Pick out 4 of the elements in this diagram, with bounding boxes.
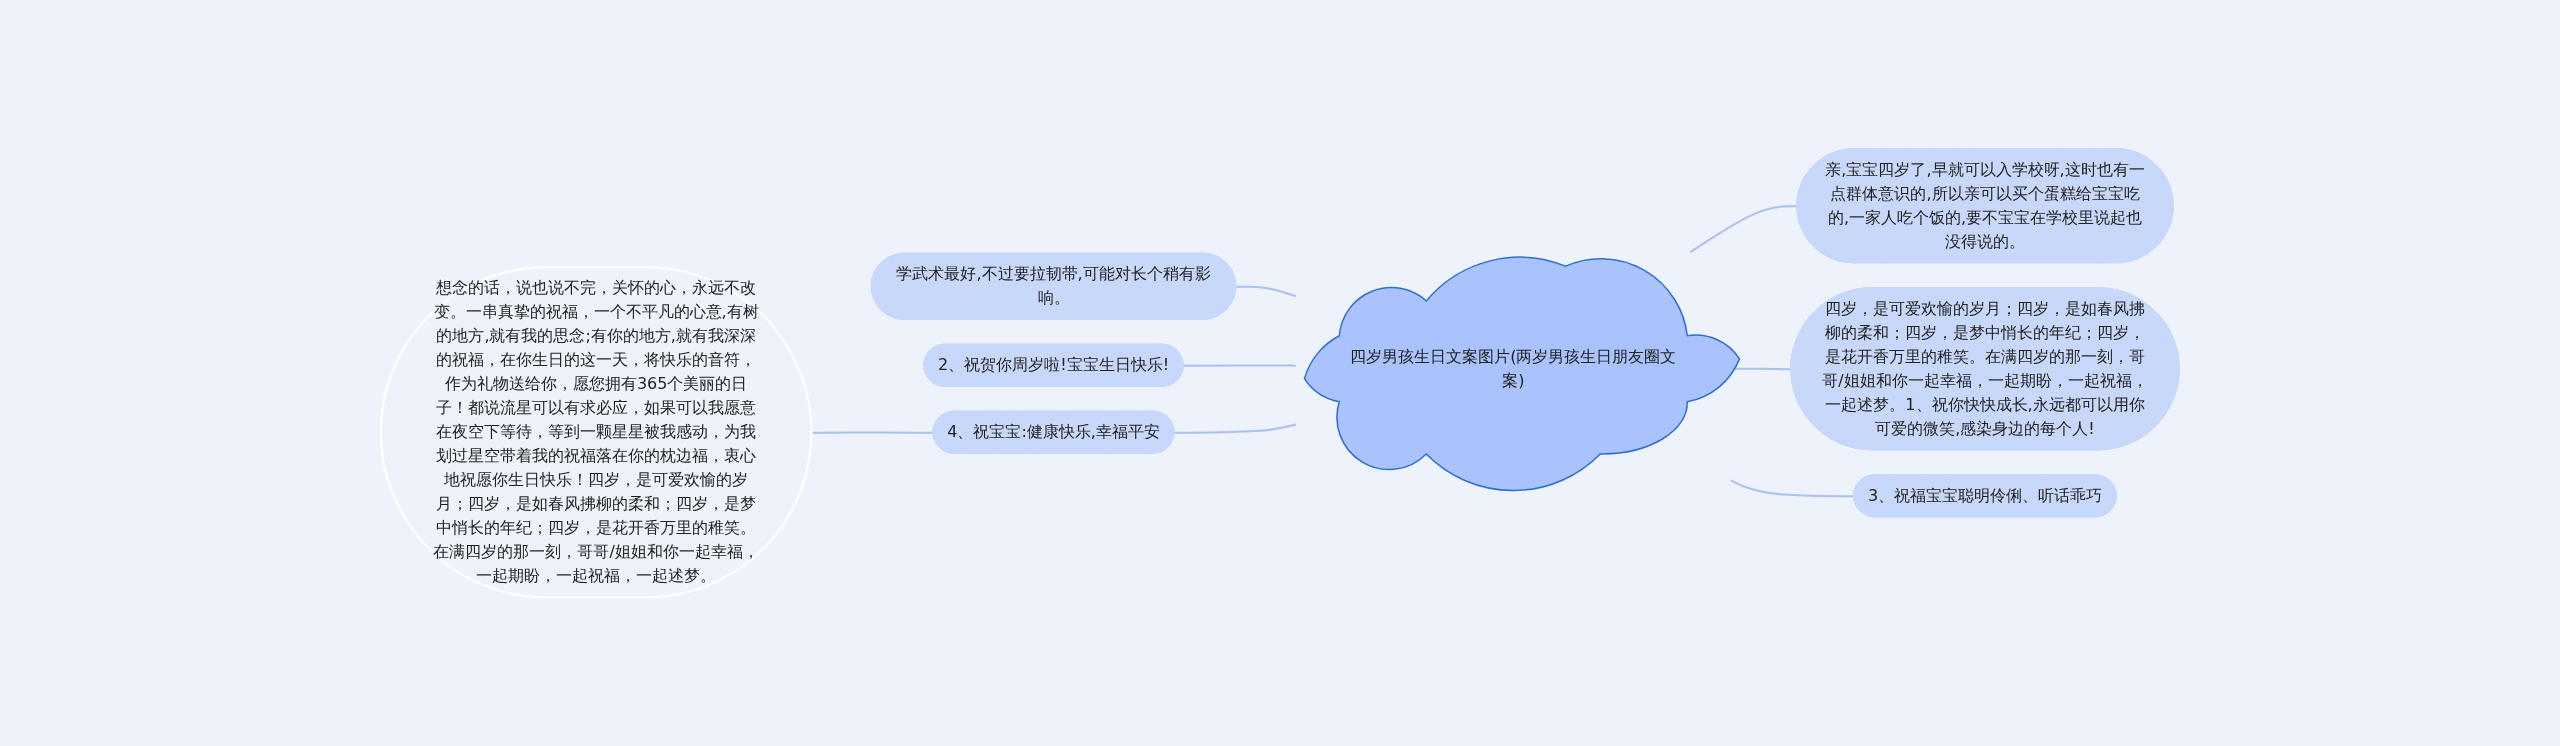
connector (1235, 285, 1297, 298)
node-text: 想念的话，说也说不完，关怀的心，永远不改变。一串真挚的祝福，一个不平凡的心意,有树的地方,就有我的思念;有你的地方,就有我深深的祝福，在你生日的这一天，将快乐的音符，作为礼物送给你，愿您拥有365个美丽的日子！都说流星可以有求必应，如果可以我愿意在夜空下等待，等到一颗星星被我感动，为我划过星空带着我的祝福落在你的枕边福，衷心地祝愿你生日快乐！四岁，是可爱欢愉的岁月；四岁，是如春风拂柳的柔和；四岁，是梦中悄长的年纪；四岁，是花开香万里的稚笑。在满四岁的那一刻，哥哥/姐姐和你一起幸福，一起期盼，一起祝福，一起述梦。 (433, 278, 759, 586)
connector (1173, 423, 1297, 434)
connector (1182, 364, 1297, 367)
